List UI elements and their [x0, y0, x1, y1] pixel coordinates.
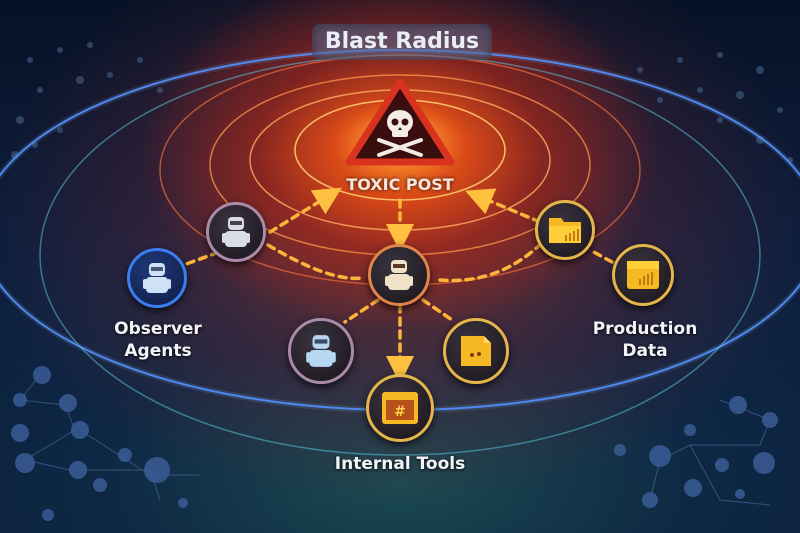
robot-icon — [306, 335, 336, 367]
app-window-icon: # — [382, 392, 418, 424]
dashboard-chart-icon — [627, 261, 659, 289]
production-data-label-line2: Data — [622, 341, 668, 361]
lower-agent-node[interactable] — [288, 318, 354, 384]
observer-agents-label: Observer Agents — [98, 318, 218, 362]
toxic-warning-icon — [345, 78, 455, 166]
observer-agent-outer-node[interactable] — [127, 248, 187, 308]
internal-tool-node[interactable]: # — [366, 374, 434, 442]
title-badge: Blast Radius — [312, 24, 492, 60]
observer-agents-label-line2: Agents — [124, 341, 192, 361]
internal-tools-label: Internal Tools — [334, 454, 466, 474]
production-folder-node[interactable] — [535, 200, 595, 260]
robot-icon — [222, 217, 250, 247]
robot-icon — [143, 263, 171, 293]
robot-icon — [385, 260, 413, 290]
observer-agents-label-line1: Observer — [114, 319, 202, 339]
production-data-label: Production Data — [580, 318, 710, 362]
production-data-label-line1: Production — [592, 319, 698, 339]
toxic-post-label: TOXIC POST — [346, 175, 454, 194]
production-dashboard-node[interactable] — [612, 244, 674, 306]
file-icon — [461, 336, 491, 366]
svg-text:#: # — [394, 404, 406, 420]
observer-agent-inner-node[interactable] — [206, 202, 266, 262]
center-agent-node[interactable] — [368, 244, 430, 306]
file-node[interactable] — [443, 318, 509, 384]
folder-chart-icon — [549, 218, 581, 243]
